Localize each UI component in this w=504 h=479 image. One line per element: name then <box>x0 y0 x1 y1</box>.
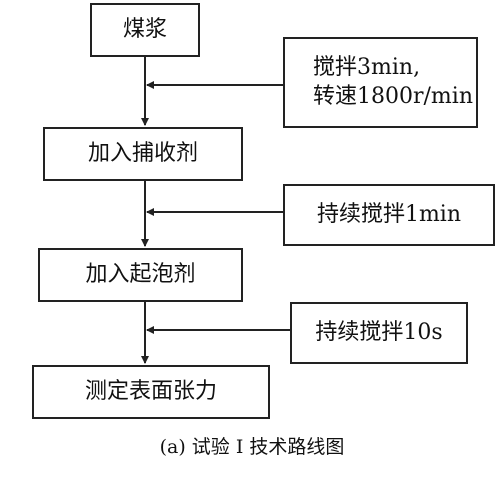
step-add-frother: 加入起泡剂 <box>38 248 243 302</box>
step-add-collector: 加入捕收剂 <box>43 127 243 181</box>
step-coal-slurry: 煤浆 <box>90 3 200 57</box>
side-step-stir-line1: 搅拌3min, <box>313 54 421 80</box>
side-step-continue-10s: 持续搅拌10s <box>290 302 468 364</box>
step-measure-surface-tension: 测定表面张力 <box>32 365 270 419</box>
side-step-stir-speed: 搅拌3min, 转速1800r/min <box>283 37 478 128</box>
side-step-stir-line2: 转速1800r/min <box>313 83 473 109</box>
figure-caption: (a) 试验 Ⅰ 技术路线图 <box>159 436 345 458</box>
side-step-continue-1min: 持续搅拌1min <box>283 184 495 246</box>
